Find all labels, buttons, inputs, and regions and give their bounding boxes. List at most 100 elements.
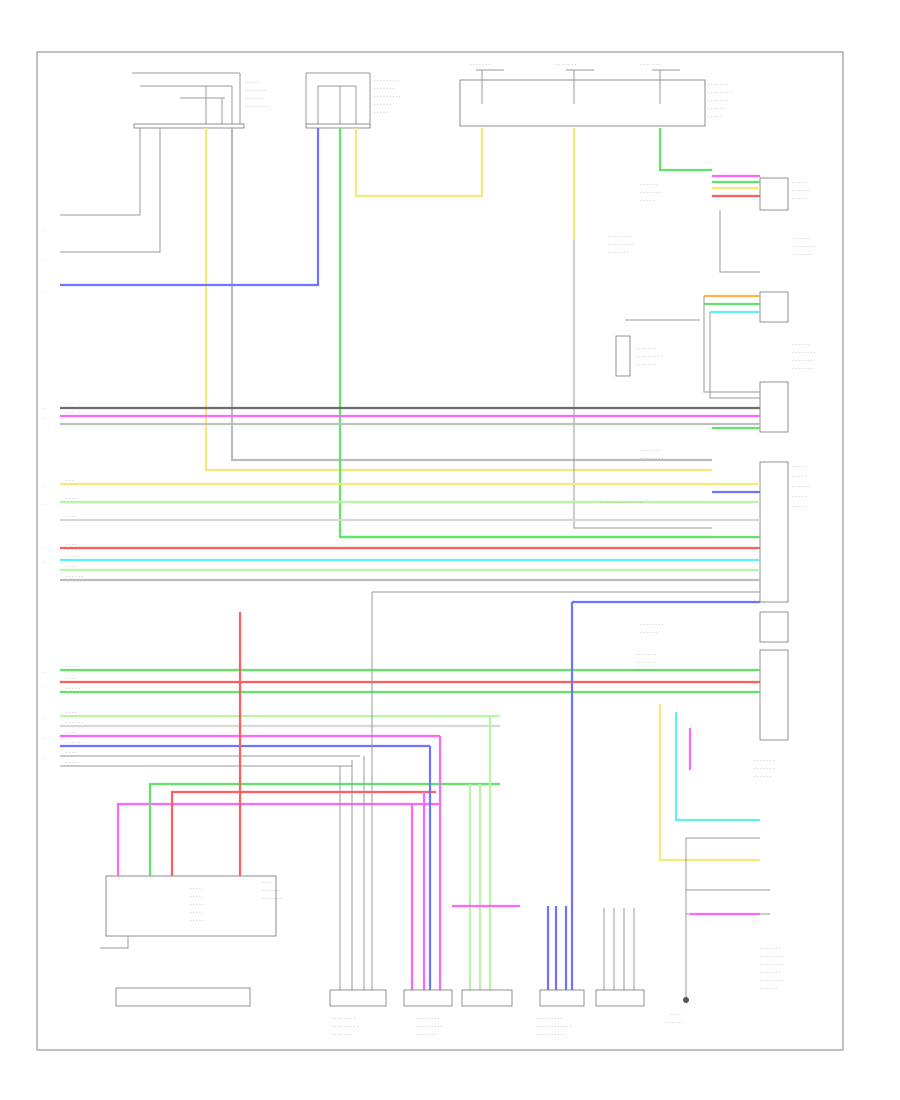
svg-text:· · · · · ·: · · · · · · bbox=[640, 630, 657, 636]
svg-text:· · · ·: · · · · bbox=[190, 886, 201, 892]
right-center-labels: · · · · · · · · · · · · · · · · · · · · … bbox=[600, 448, 809, 674]
svg-text:· · · · · ·: · · · · · · bbox=[754, 774, 771, 780]
svg-text:· · · · · · · · ·: · · · · · · · · · bbox=[332, 1024, 358, 1030]
svg-text:· · · · · · ·: · · · · · · · bbox=[760, 946, 780, 952]
svg-text:· · · · · · · ·: · · · · · · · · bbox=[332, 1016, 355, 1022]
horizontal-bus: · · · · · · · · · · · · · · · · · · · · … bbox=[60, 401, 760, 767]
svg-text:· · · ·: · · · · bbox=[66, 664, 77, 670]
svg-text:·: · bbox=[44, 716, 46, 722]
svg-text:· · · · · · ·: · · · · · · · bbox=[754, 766, 774, 772]
svg-text:· · · · · ·: · · · · · · bbox=[708, 106, 725, 112]
top-center-component: · · · · · · · · · · · · · · · · · · · · … bbox=[305, 72, 400, 129]
svg-text:· · · · · · · · ·: · · · · · · · · · bbox=[636, 354, 662, 360]
svg-text:· · · · · · · ·: · · · · · · · · bbox=[246, 104, 269, 110]
svg-text:· · · · · · ·: · · · · · · · bbox=[374, 86, 394, 92]
svg-text:· · · · · · ·: · · · · · · · bbox=[262, 896, 282, 902]
svg-text:· · · · · · ·: · · · · · · · bbox=[708, 98, 728, 104]
svg-text:· · ·: · · · bbox=[66, 478, 74, 484]
svg-text:· · · · · ·: · · · · · · bbox=[66, 720, 83, 726]
svg-text:· · · · ·: · · · · · bbox=[792, 180, 806, 186]
svg-text:·: · bbox=[44, 684, 46, 690]
svg-text:·: · bbox=[44, 290, 46, 296]
svg-text:· · · · · ·: · · · · · · bbox=[792, 188, 809, 194]
svg-text:·: · bbox=[44, 670, 46, 676]
svg-text:· · · · · · ·: · · · · · · · bbox=[556, 62, 576, 68]
diagram-border bbox=[36, 51, 844, 1051]
svg-text:·: · bbox=[44, 736, 46, 742]
svg-text:· · · · · · · ·: · · · · · · · · bbox=[640, 456, 663, 462]
svg-text:· · · · ·: · · · · · bbox=[792, 474, 806, 480]
svg-text:· · · · · · ·: · · · · · · · bbox=[608, 250, 628, 256]
svg-text:· · · ·: · · · · bbox=[66, 676, 77, 682]
svg-text:· · · · · · ·: · · · · · · · bbox=[760, 970, 780, 976]
lower-right-switches: · · · · · · · · · · · · · · · · · · · · … bbox=[658, 704, 783, 1026]
svg-text:· · · · ·: · · · · · bbox=[66, 554, 80, 560]
svg-text:· · · · · · ·: · · · · · · · bbox=[640, 448, 660, 454]
top-left-component: · · · · · · · · · · · · · · · · · · · · … bbox=[132, 72, 269, 129]
svg-text:· · · · · · · · · · · · · ·: · · · · · · · · · · · · · · bbox=[600, 500, 642, 506]
svg-text:· · · · · ·: · · · · · · bbox=[640, 182, 657, 188]
svg-text:· · · · · · ·: · · · · · · · bbox=[708, 82, 728, 88]
svg-text:·: · bbox=[44, 228, 46, 234]
svg-text:· · · · · · ·: · · · · · · · bbox=[246, 88, 266, 94]
lower-left-component: · · · · · · · · · · · · · · · · · · · · … bbox=[100, 612, 500, 1007]
svg-text:· · · · · · ·: · · · · · · · bbox=[792, 358, 812, 364]
top-right-module: · · · · · · · · · · · · · · · · · · · · … bbox=[459, 62, 731, 127]
svg-text:· · · · · ·: · · · · · · bbox=[792, 342, 809, 348]
svg-text:· · · ·: · · · · bbox=[66, 514, 77, 520]
svg-text:· · · · ·: · · · · · bbox=[708, 114, 722, 120]
svg-text:· · · · · · · · ·: · · · · · · · · · bbox=[536, 1016, 562, 1022]
svg-text:· · · · · ·: · · · · · · bbox=[246, 96, 263, 102]
svg-text:· · · · · · · ·: · · · · · · · · bbox=[792, 350, 815, 356]
svg-text:· · · · · · · ·: · · · · · · · · bbox=[760, 978, 783, 984]
svg-text:·: · bbox=[44, 546, 46, 552]
svg-text:· · · · · ·: · · · · · · bbox=[636, 668, 653, 674]
svg-text:·: · bbox=[44, 406, 46, 412]
svg-text:· · · · · · ·: · · · · · · · bbox=[792, 366, 812, 372]
svg-text:· · · · · ·: · · · · · · bbox=[666, 1020, 683, 1026]
svg-text:· · · ·: · · · · bbox=[262, 880, 273, 886]
svg-text:· · · · ·: · · · · · bbox=[246, 80, 260, 86]
left-pin-markers: · · · · · · · · · · · · · · bbox=[44, 228, 46, 762]
svg-text:· · · · · · ·: · · · · · · · bbox=[332, 1032, 352, 1038]
svg-text:· · · ·: · · · · bbox=[66, 564, 77, 570]
svg-text:· · · ·: · · · · bbox=[670, 1012, 681, 1018]
svg-text:· · · · ·: · · · · · bbox=[374, 110, 388, 116]
svg-text:· · · · ·: · · · · · bbox=[795, 236, 809, 242]
svg-text:· · · · ·: · · · · · bbox=[792, 464, 806, 470]
svg-text:· · · · · · · ·: · · · · · · · · bbox=[760, 954, 783, 960]
svg-text:· · · · · · · · ·: · · · · · · · · · bbox=[608, 242, 634, 248]
svg-text:· · · ·: · · · · bbox=[190, 910, 201, 916]
svg-text:·: · bbox=[44, 560, 46, 566]
svg-text:· · · ·: · · · · bbox=[66, 750, 77, 756]
svg-text:· · · · · · ·: · · · · · · · bbox=[636, 652, 656, 658]
svg-text:· · ·: · · · bbox=[66, 401, 74, 407]
svg-text:· · · · · · ·: · · · · · · · bbox=[795, 244, 815, 250]
svg-text:· · · · · · · ·: · · · · · · · · bbox=[640, 622, 663, 628]
svg-text:· · · · ·: · · · · · bbox=[792, 494, 806, 500]
svg-text:· · · ·: · · · · bbox=[66, 710, 77, 716]
right-connector-column: · · · · · · · · · · · · · · · · · · · · … bbox=[608, 174, 815, 741]
svg-text:· · · · · · · ·: · · · · · · · · bbox=[760, 962, 783, 968]
svg-text:·: · bbox=[44, 502, 46, 508]
svg-text:· · · · · · ·: · · · · · · · bbox=[470, 62, 490, 68]
svg-text:· · · · · ·: · · · · · · bbox=[66, 740, 83, 746]
svg-text:· · · · · · ·: · · · · · · · bbox=[636, 346, 656, 352]
svg-text:· · · · ·: · · · · · bbox=[792, 504, 806, 510]
svg-text:· · · · · · ·: · · · · · · · bbox=[640, 62, 660, 68]
svg-text:·: · bbox=[44, 416, 46, 422]
svg-text:· · · · · · · · · ·: · · · · · · · · · · bbox=[536, 1032, 565, 1038]
bottom-connectors: · · · · · · · · · · · · · · · · · · · · … bbox=[329, 592, 645, 1038]
svg-text:· · · · · · ·: · · · · · · · bbox=[640, 190, 660, 196]
svg-text:· · · · · ·: · · · · · · bbox=[374, 102, 391, 108]
svg-text:· · · · ·: · · · · · bbox=[66, 686, 80, 692]
svg-text:· · · · · ·: · · · · · · bbox=[795, 252, 812, 258]
mid-right-connector: · · · · · · · · · · · · · · · · · · · · … bbox=[615, 294, 815, 399]
svg-text:· · · · · · ·: · · · · · · · bbox=[754, 758, 774, 764]
svg-text:· · · · · ·: · · · · · · bbox=[760, 986, 777, 992]
svg-text:·: · bbox=[44, 756, 46, 762]
svg-text:· · · · · · ·: · · · · · · · bbox=[636, 660, 656, 666]
svg-text:· · · · · · · ·: · · · · · · · · bbox=[374, 78, 397, 84]
svg-text:· · · · ·: · · · · · bbox=[190, 918, 204, 924]
svg-text:· · · · ·: · · · · · bbox=[640, 198, 654, 204]
